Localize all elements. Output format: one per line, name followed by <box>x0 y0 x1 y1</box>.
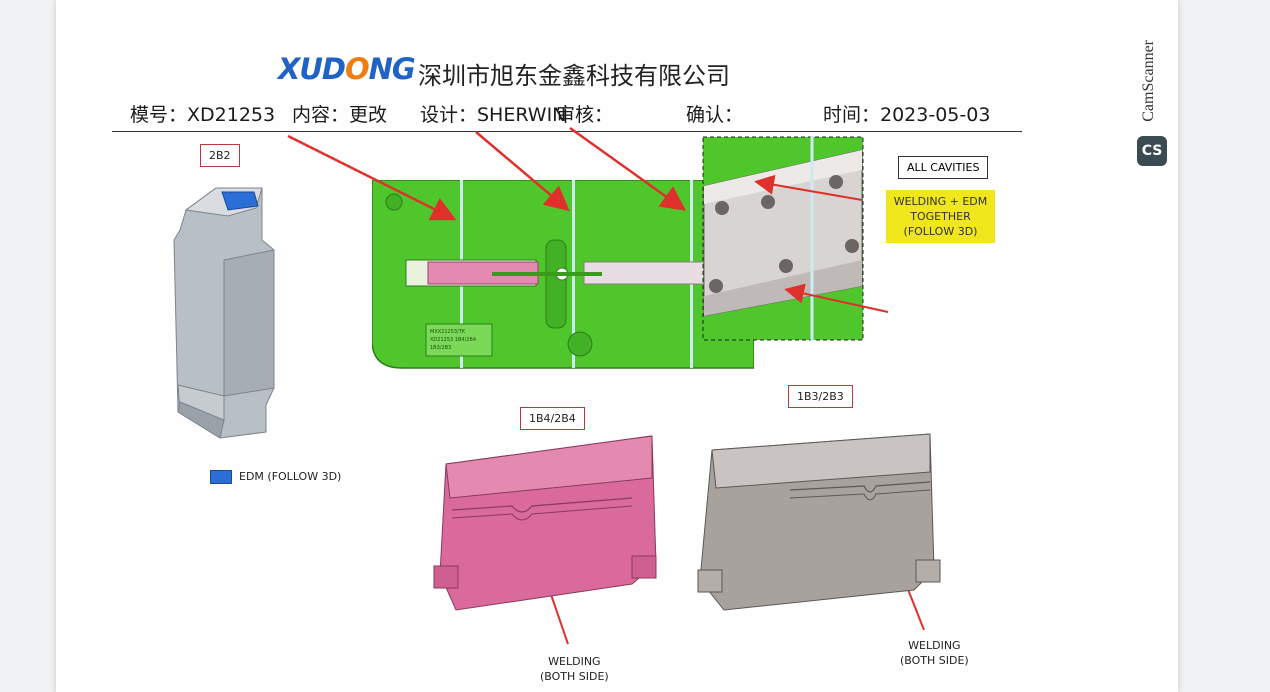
welding-right-note: WELDING (BOTH SIDE) <box>900 638 969 668</box>
reviewer: 审核： <box>556 104 614 126</box>
welding-edm-line3: (FOLLOW 3D) <box>903 225 978 238</box>
edm-legend-swatch <box>210 470 232 484</box>
confirmer: 确认： <box>686 104 744 126</box>
camscanner-label: CamScanner <box>1140 40 1157 122</box>
welding-left-line2: (BOTH SIDE) <box>540 670 609 683</box>
mold-plate-engraving-1: MXX21253/TK <box>430 329 466 335</box>
camscanner-icon: CS <box>1137 136 1167 166</box>
document-page: XUDONG 深圳市旭东金鑫科技有限公司 模号：XD21253 内容：更改 设计… <box>56 0 1178 692</box>
mold-plate-engraving-2: XD21253 1B4/2B4 <box>430 337 476 343</box>
tag-1b3-2b3: 1B3/2B3 <box>788 385 853 408</box>
welding-left-note: WELDING (BOTH SIDE) <box>540 654 609 684</box>
xudong-logo: XUDONG <box>278 52 416 86</box>
company-name: 深圳市旭东金鑫科技有限公司 <box>418 62 730 90</box>
welding-edm-line2: TOGETHER <box>910 210 971 223</box>
mold-plate-drawing: MXX21253/TK XD21253 1B4/2B4 1B3/2B3 <box>372 180 754 369</box>
welding-right-line2: (BOTH SIDE) <box>900 654 969 667</box>
welding-edm-callout: WELDING + EDM TOGETHER (FOLLOW 3D) <box>886 190 995 243</box>
all-cavities-label: ALL CAVITIES <box>898 156 989 179</box>
edm-region <box>221 191 259 211</box>
detail-zoom-view <box>702 136 864 341</box>
mold-plate-engraving-3: 1B3/2B3 <box>430 345 451 351</box>
change-content: 内容：更改 <box>292 104 388 126</box>
welding-left-line1: WELDING <box>548 655 601 668</box>
header-divider <box>112 131 1022 132</box>
tag-2b2: 2B2 <box>200 144 240 167</box>
camscanner-watermark: CamScanner CS <box>1137 20 1167 166</box>
welding-edm-line1: WELDING + EDM <box>893 195 988 208</box>
pink-insert-drawing <box>433 435 657 611</box>
designer: 设计：SHERWIN <box>420 104 567 126</box>
mold-number: 模号：XD21253 <box>130 104 276 126</box>
date: 时间：2023-05-03 <box>823 104 991 126</box>
tag-1b4-2b4: 1B4/2B4 <box>520 407 585 430</box>
insert-2b2-drawing <box>173 187 275 439</box>
grey-insert-drawing <box>697 433 941 611</box>
welding-right-line1: WELDING <box>908 639 961 652</box>
edm-legend-label: EDM (FOLLOW 3D) <box>239 470 342 483</box>
